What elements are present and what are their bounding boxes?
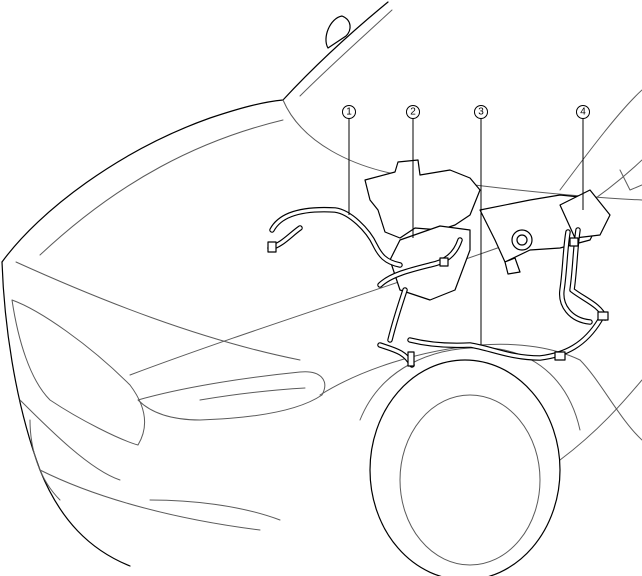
a-pillar-line	[559, 89, 642, 191]
hood-crease	[39, 119, 284, 256]
callout-1-label: 1	[346, 107, 352, 118]
callout-4-circle	[576, 105, 590, 119]
front-wheel-tire	[369, 359, 561, 576]
callout-3-circle	[474, 105, 488, 119]
callout-1-circle	[342, 105, 356, 119]
callout-3: 3	[474, 105, 488, 119]
callout-2-label: 2	[410, 107, 416, 118]
fender-rear-line	[579, 359, 642, 441]
callout-4: 4	[576, 105, 590, 119]
grille-lower-line	[19, 399, 121, 481]
fog-lamp-line	[149, 499, 281, 521]
bracket	[504, 257, 521, 275]
hood-front-edge	[1, 99, 284, 263]
callout-4-label: 4	[580, 107, 586, 118]
headlamp-outline	[137, 371, 326, 421]
cowl-detail	[619, 169, 642, 191]
leader-lines	[348, 118, 584, 345]
engine-components	[364, 159, 611, 301]
hose-clamp	[407, 351, 415, 367]
windshield-edge	[282, 1, 389, 101]
coolant-hoses	[267, 206, 609, 368]
hose-clamp	[267, 241, 277, 253]
headlamp-inner	[199, 387, 306, 401]
hose-clamp	[439, 257, 449, 267]
coolant-reservoir	[364, 159, 481, 239]
hood-surface-line	[15, 261, 301, 361]
side-mirror	[325, 15, 351, 49]
callout-1: 1	[342, 105, 356, 119]
grille-outline	[11, 299, 146, 446]
hose-clamp	[597, 311, 609, 321]
throttle-body-inner	[516, 234, 528, 246]
bumper-lower-line	[39, 469, 261, 531]
hose-clamp	[554, 351, 566, 361]
callout-3-label: 3	[478, 107, 484, 118]
front-wheel-rim	[399, 394, 541, 566]
front-bumper-outline	[1, 261, 131, 567]
door-line	[559, 379, 642, 461]
fender-line	[319, 343, 581, 396]
callout-2-circle	[406, 105, 420, 119]
hose-clamp	[569, 237, 579, 247]
callout-2: 2	[406, 105, 420, 119]
heater-unit	[559, 189, 611, 239]
bumper-chin-line	[29, 419, 61, 501]
windshield-inner-edge	[299, 9, 393, 97]
